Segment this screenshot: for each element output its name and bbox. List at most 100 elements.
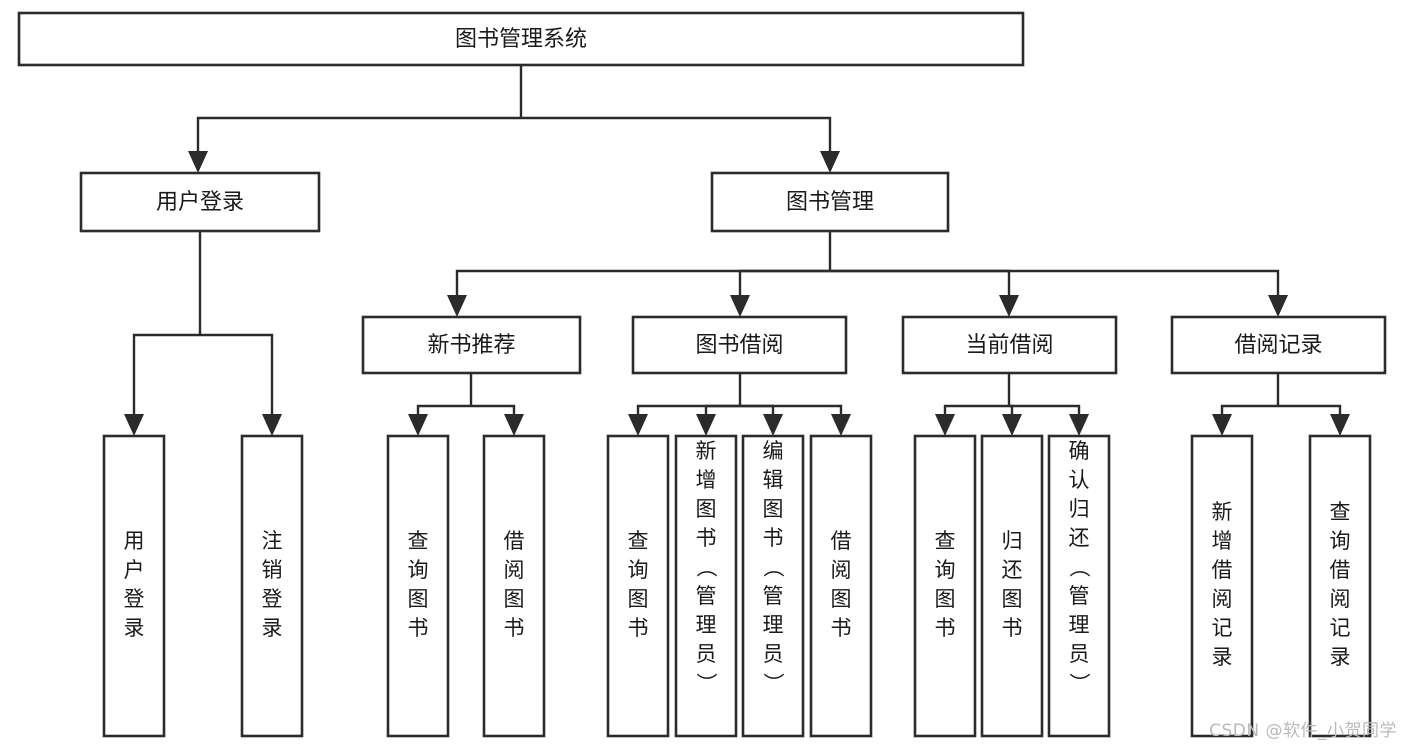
leaf-label-char: 注 [262, 529, 283, 553]
connector-图书借阅-to-查询图书 [628, 404, 740, 436]
level1-node-0[interactable]: 用户登录 [79, 171, 321, 233]
leaf-label-char: 借 [1212, 558, 1233, 582]
leaf-label-char: 书 [628, 616, 649, 640]
leaf-label-char: 归 [1002, 529, 1023, 553]
leaf-label-char: 用 [124, 529, 145, 553]
level1-node-label: 用户登录 [156, 190, 244, 215]
leaf-label-char: 图 [763, 497, 784, 521]
leaf-label-char: 书 [763, 526, 784, 550]
leaf-label-char: 借 [831, 529, 852, 553]
level2-node-label: 新书推荐 [427, 333, 515, 358]
leaf-label-char: 辑 [763, 468, 784, 492]
level2-node-1[interactable]: 图书借阅 [631, 315, 848, 375]
leaf-label-char: 查 [628, 529, 649, 553]
leaf-label-char: 借 [1330, 558, 1351, 582]
leaf-label-char: 图 [696, 497, 717, 521]
leaf-label-char: 登 [262, 587, 283, 611]
connector-图书管理系统-to-用户登录 [188, 116, 521, 173]
connector-当前借阅-to-归还图书 [1002, 404, 1022, 436]
leaf-label-char: 录 [1330, 645, 1351, 669]
leaf-label-char: 查 [1330, 500, 1351, 524]
leaf-label-char: 书 [696, 526, 717, 550]
leaf-label-char: （ [761, 557, 785, 578]
connector-图书管理-to-当前借阅 [830, 269, 1019, 317]
leaf-label-char: 员 [1069, 642, 1090, 666]
connector-图书管理-to-新书推荐 [447, 269, 830, 317]
leaf-label-char: 编 [763, 439, 784, 463]
connector-图书管理系统-to-图书管理 [521, 116, 840, 173]
leaf-label-char: 图 [1002, 587, 1023, 611]
leaf-label-char: 理 [763, 613, 784, 637]
leaf-label-char: 阅 [504, 558, 525, 582]
level2-node-0[interactable]: 新书推荐 [361, 315, 582, 375]
level2-node-label: 当前借阅 [965, 333, 1053, 358]
leaf-label-char: 录 [262, 616, 283, 640]
connector-借阅记录-to-查询借阅记录 [1278, 404, 1350, 436]
connector-当前借阅-to-确认归还 [1009, 404, 1089, 436]
leaf-label-char: ） [694, 673, 718, 694]
leaf-label-char: 员 [696, 642, 717, 666]
leaf-node-0[interactable]: 用户登录 [102, 434, 166, 738]
leaf-label-char: 图 [935, 587, 956, 611]
leaf-label-char: 询 [935, 558, 956, 582]
leaf-label-char: 认 [1069, 468, 1090, 492]
connector-layer [124, 65, 1350, 436]
level2-node-label: 图书借阅 [695, 333, 783, 358]
leaf-label-char: 登 [124, 587, 145, 611]
leaf-label-char: 归 [1069, 497, 1090, 521]
leaf-label-char: 还 [1069, 526, 1090, 550]
root-node-label: 图书管理系统 [455, 27, 587, 52]
level1-node-label: 图书管理 [786, 190, 874, 215]
leaf-label-char: 书 [831, 616, 852, 640]
leaf-label-char: ） [761, 673, 785, 694]
leaf-label-char: 新 [696, 439, 717, 463]
leaf-label-char: 询 [628, 558, 649, 582]
leaf-label-char: 书 [935, 616, 956, 640]
node-layer: 图书管理系统用户登录图书管理新书推荐图书借阅当前借阅借阅记录用户登录注销登录查询… [17, 11, 1387, 738]
connector-用户登录-to-注销登录 [200, 333, 282, 436]
leaf-label-char: 理 [696, 613, 717, 637]
leaf-label-char: 增 [696, 468, 717, 492]
leaf-label-char: 确 [1069, 439, 1090, 463]
leaf-label-char: 查 [935, 529, 956, 553]
leaf-label-char: 书 [408, 616, 429, 640]
leaf-label-char: 阅 [1212, 587, 1233, 611]
leaf-label-char: 管 [696, 584, 717, 608]
leaf-label-char: 记 [1330, 616, 1351, 640]
level1-node-1[interactable]: 图书管理 [710, 171, 950, 233]
root-node-0[interactable]: 图书管理系统 [17, 11, 1025, 67]
leaf-label-char: 阅 [1330, 587, 1351, 611]
level2-node-2[interactable]: 当前借阅 [901, 315, 1118, 375]
leaf-label-char: 管 [763, 584, 784, 608]
leaf-label-char: 查 [408, 529, 429, 553]
connector-借阅记录-to-新增借阅记录 [1212, 404, 1278, 436]
connector-新书推荐-to-查询图书 [408, 404, 471, 436]
leaf-label-char: （ [694, 557, 718, 578]
leaf-label-char: 增 [1212, 529, 1233, 553]
leaf-label-char: 员 [763, 642, 784, 666]
leaf-label-char: 图 [504, 587, 525, 611]
level2-node-3[interactable]: 借阅记录 [1170, 315, 1387, 375]
leaf-label-char: 户 [124, 558, 145, 582]
level2-node-label: 借阅记录 [1234, 333, 1322, 358]
leaf-label-char: 书 [1002, 616, 1023, 640]
leaf-label-char: 理 [1069, 613, 1090, 637]
leaf-label-char: 还 [1002, 558, 1023, 582]
connector-图书管理-to-图书借阅 [730, 269, 830, 317]
leaf-label-char: （ [1067, 557, 1091, 578]
leaf-label-char: 图 [831, 587, 852, 611]
